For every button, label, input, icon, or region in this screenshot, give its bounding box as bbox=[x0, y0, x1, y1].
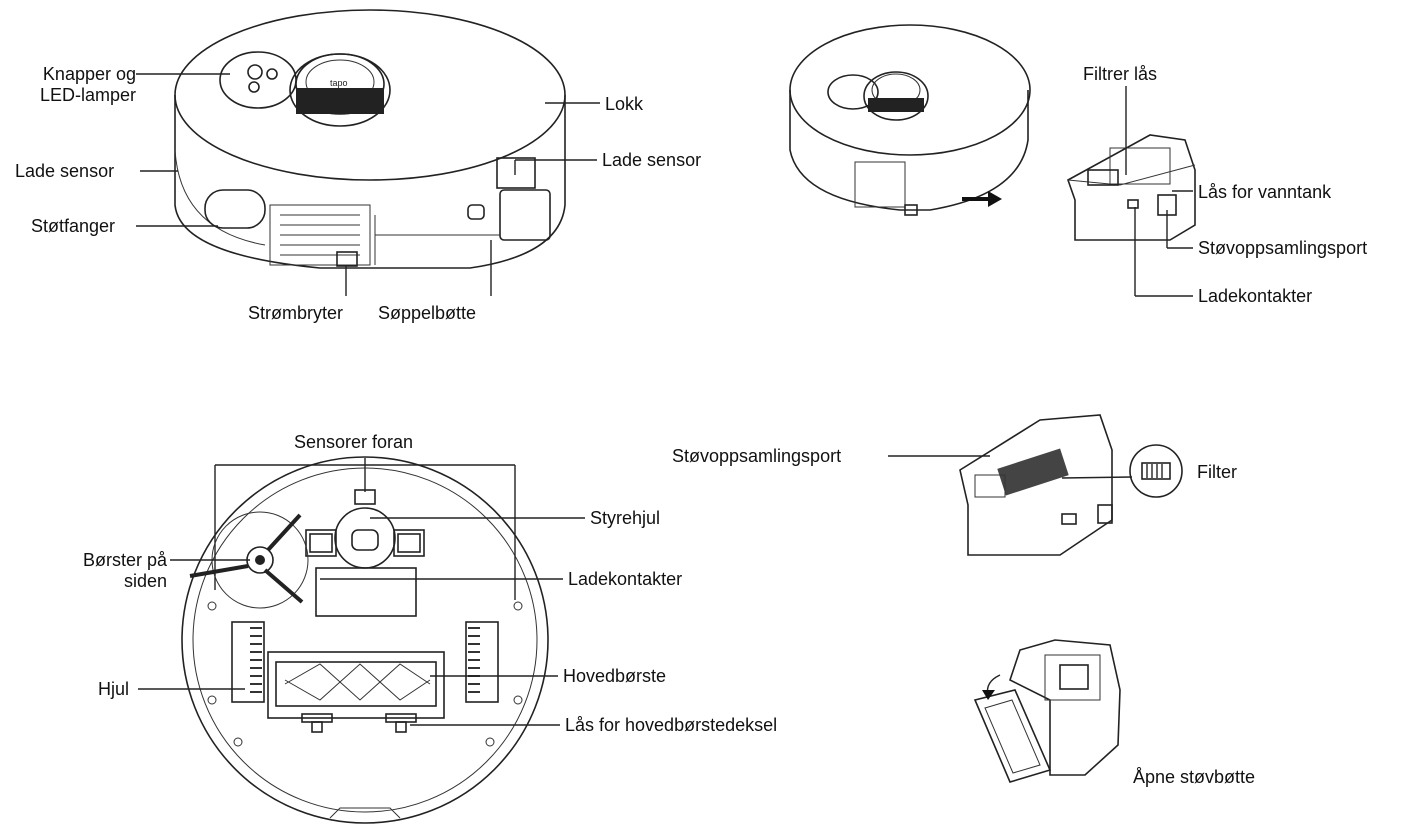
leaders-bottom-left bbox=[138, 517, 585, 726]
label-lid: Lokk bbox=[605, 94, 644, 114]
robot-open-view bbox=[789, 24, 1196, 241]
label-open-dustbin: Åpne støvbøtte bbox=[1133, 767, 1256, 787]
label-buttons-leds: Knapper og LED-lamper bbox=[39, 64, 136, 105]
label-caster: Styrehjul bbox=[590, 508, 661, 528]
robot-top-view: tapo bbox=[174, 9, 566, 269]
label-charge-sensor-left: Lade sensor bbox=[15, 161, 115, 181]
dustbin-filter-view bbox=[959, 414, 1183, 556]
label-side-brush: Børster på siden bbox=[82, 550, 167, 591]
label-power-switch: Strømbryter bbox=[248, 303, 344, 323]
robot-bottom-view bbox=[181, 456, 549, 824]
label-charge-sensor-right: Lade sensor bbox=[602, 150, 702, 170]
label-filter-lock: Filtrer lås bbox=[1083, 64, 1158, 84]
label-front-sensors: Sensorer foran bbox=[294, 432, 414, 452]
label-wheels: Hjul bbox=[98, 679, 130, 699]
leaders-top-left bbox=[136, 73, 600, 296]
label-charge-contacts-top: Ladekontakter bbox=[1198, 286, 1313, 306]
label-dust-port-filter-view: Støvoppsamlingsport bbox=[672, 446, 842, 466]
label-charge-contacts-bottom: Ladekontakter bbox=[568, 569, 683, 589]
label-dust-port-top: Støvoppsamlingsport bbox=[1198, 238, 1368, 258]
label-dustbin: Søppelbøtte bbox=[378, 303, 477, 323]
label-bumper: Støtfanger bbox=[31, 216, 116, 236]
label-filter: Filter bbox=[1197, 462, 1237, 482]
logo-text: tapo bbox=[330, 78, 348, 88]
label-main-brush: Hovedbørste bbox=[563, 666, 667, 686]
label-brush-cover-lock: Lås for hovedbørstedeksel bbox=[565, 715, 778, 735]
label-water-tank-lock: Lås for vanntank bbox=[1198, 182, 1332, 202]
leaders-top-right bbox=[1125, 86, 1193, 297]
open-dustbin-view bbox=[973, 639, 1121, 783]
